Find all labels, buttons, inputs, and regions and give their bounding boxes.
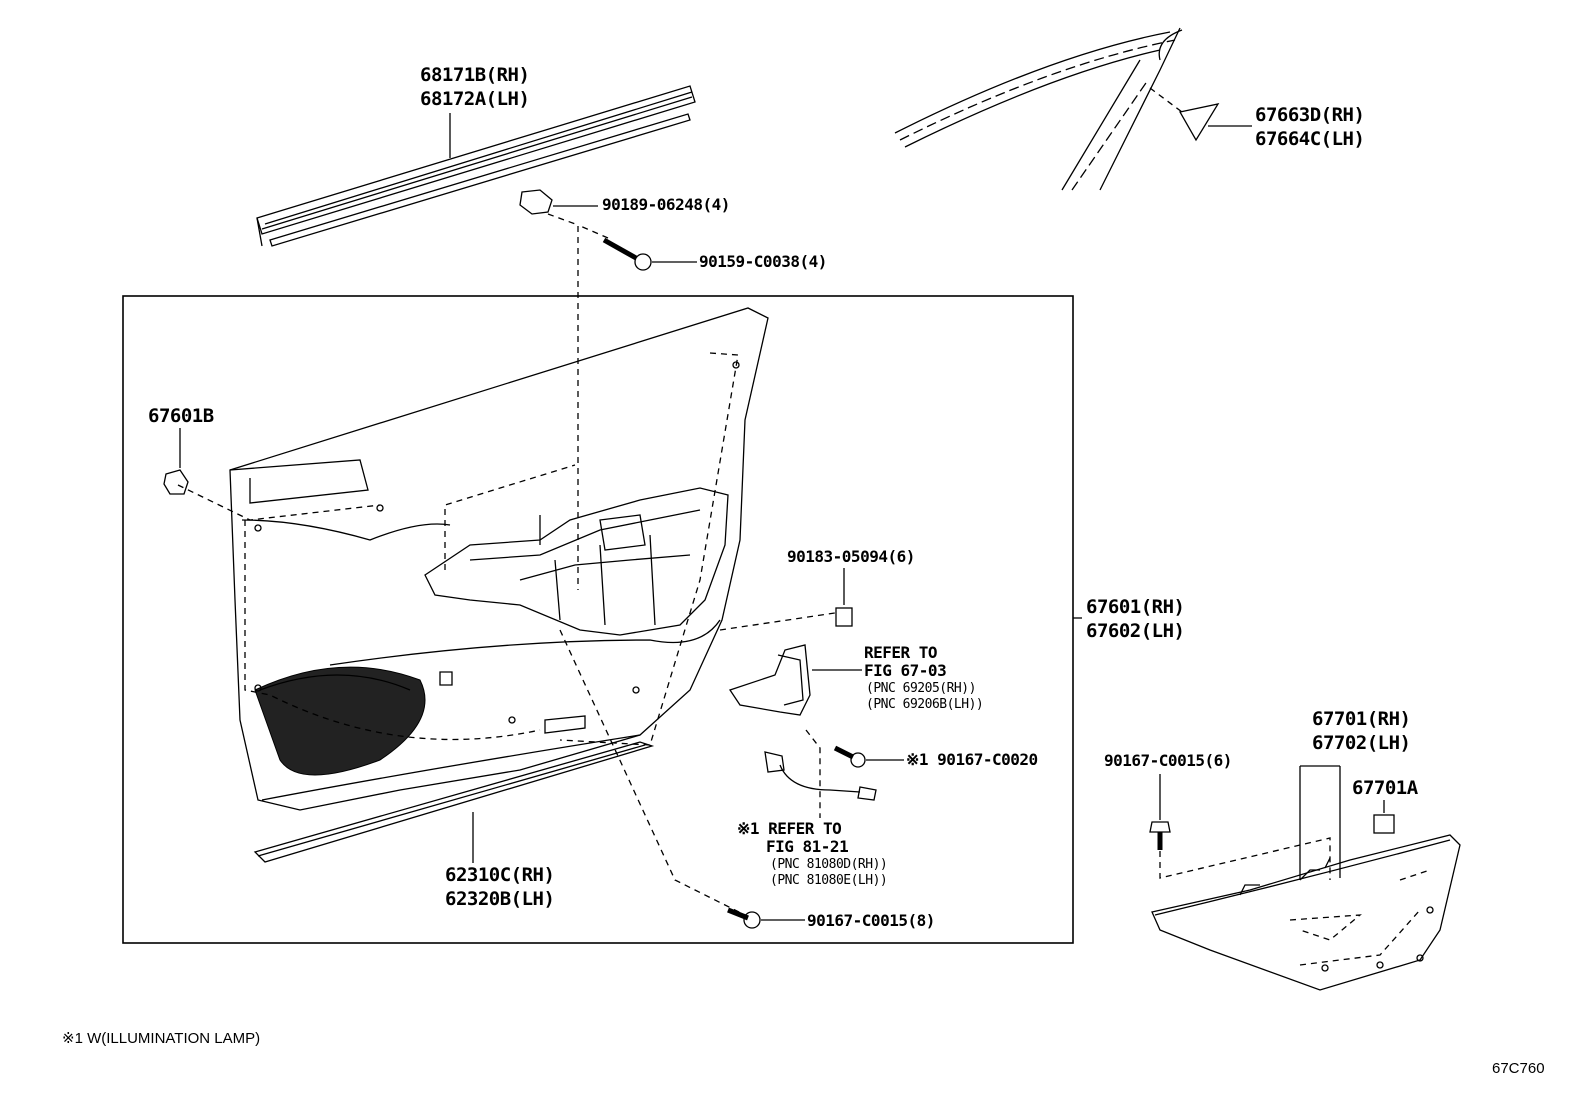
belt-moulding-part bbox=[256, 85, 696, 247]
part-label-90189: 90189-06248(4) bbox=[602, 195, 730, 214]
armrest-bracket-part bbox=[424, 487, 729, 636]
door-scuff-part bbox=[253, 741, 655, 863]
screw-90167-c0020-part bbox=[833, 745, 904, 768]
screw-90167-c0015-8-part bbox=[727, 907, 805, 929]
illumination-harness-part bbox=[764, 729, 877, 818]
part-label-62320b: 62320B(LH) bbox=[445, 888, 555, 910]
corner-cover-part bbox=[1149, 87, 1252, 142]
part-label-67702lh: 67702(LH) bbox=[1312, 732, 1411, 754]
part-label-67601rh: 67601(RH) bbox=[1086, 596, 1185, 618]
part-label-68172a: 68172A(LH) bbox=[420, 88, 530, 110]
lower-pocket-part bbox=[1151, 765, 1461, 991]
part-label-67663d: 67663D(RH) bbox=[1255, 104, 1365, 126]
part-label-62310c: 62310C(RH) bbox=[445, 864, 555, 886]
clip-67601b-part bbox=[163, 428, 189, 495]
part-label-90167-c0020: ※1 90167-C0020 bbox=[906, 750, 1038, 769]
refer-to-line-2: ※1 REFER TO bbox=[737, 819, 842, 838]
clip-67701a-part bbox=[1373, 800, 1395, 834]
refer-to-fig-67-03-link[interactable]: FIG 67-03 bbox=[864, 661, 947, 680]
door-trim-assembly-frame bbox=[122, 295, 1074, 944]
part-label-67602lh: 67602(LH) bbox=[1086, 620, 1185, 642]
part-label-90167-c0015-6: 90167-C0015(6) bbox=[1104, 751, 1232, 770]
refer-to-pnc-69206b: (PNC 69206B(LH)) bbox=[866, 697, 984, 712]
part-label-90183: 90183-05094(6) bbox=[787, 547, 915, 566]
figure-code: 67C760 bbox=[1492, 1060, 1545, 1077]
inside-handle-part bbox=[728, 644, 862, 716]
nut-90183-part bbox=[835, 568, 853, 627]
part-label-68171b: 68171B(RH) bbox=[420, 64, 530, 86]
window-frame-part bbox=[894, 27, 1183, 191]
part-label-90167-c0015-8: 90167-C0015(8) bbox=[807, 911, 935, 930]
refer-to-pnc-81080e: (PNC 81080E(LH)) bbox=[770, 873, 888, 888]
refer-to-pnc-81080d: (PNC 81080D(RH)) bbox=[770, 857, 888, 872]
part-label-67664c: 67664C(LH) bbox=[1255, 128, 1365, 150]
refer-to-fig-81-21-link[interactable]: FIG 81-21 bbox=[766, 837, 849, 856]
door-trim-panel bbox=[229, 307, 769, 811]
refer-to-pnc-69205: (PNC 69205(RH)) bbox=[866, 681, 976, 696]
part-label-67701rh: 67701(RH) bbox=[1312, 708, 1411, 730]
screw-90159-part bbox=[602, 237, 697, 271]
refer-to-line-1: REFER TO bbox=[864, 643, 938, 662]
screw-90167-c0015-6-part bbox=[1149, 774, 1171, 850]
part-label-67601b: 67601B bbox=[148, 405, 214, 427]
part-label-67701a: 67701A bbox=[1352, 777, 1418, 799]
clip-90189-part bbox=[519, 189, 598, 215]
part-label-90159: 90159-C0038(4) bbox=[699, 252, 827, 271]
footnote: ※1 W(ILLUMINATION LAMP) bbox=[62, 1030, 261, 1047]
